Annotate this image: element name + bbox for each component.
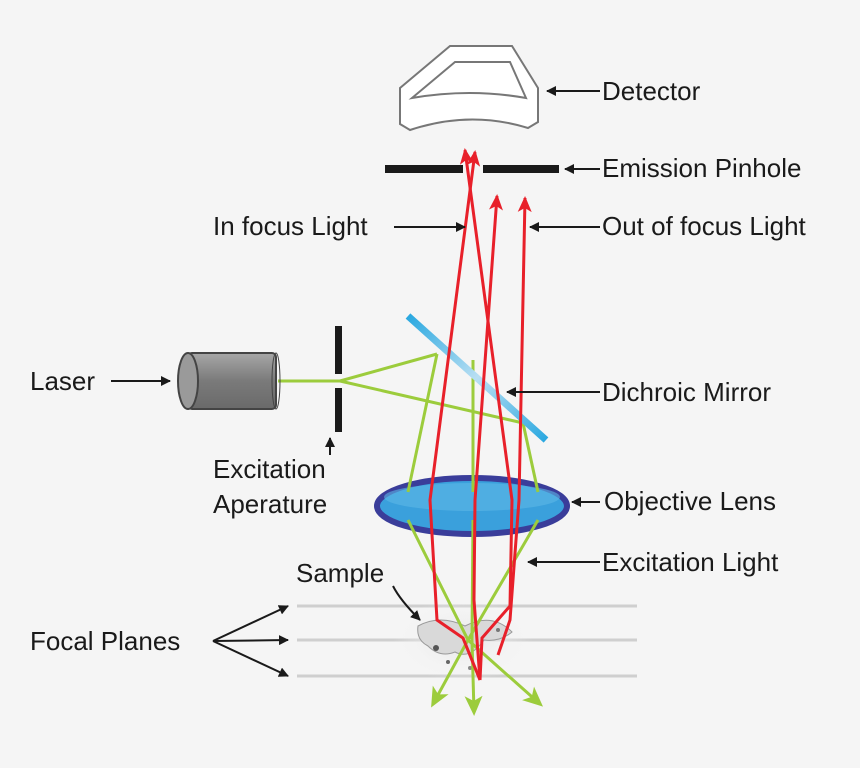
- laser-icon: [177, 352, 281, 410]
- emission-pinhole: [385, 165, 559, 173]
- detector-label: Detector: [602, 76, 701, 106]
- excitation-aperture: [335, 326, 342, 432]
- labels: Detector Emission Pinhole In focus Light…: [30, 76, 807, 656]
- focal-planes-label: Focal Planes: [30, 626, 180, 656]
- focal-pointer-3: [212, 640, 289, 677]
- dichroic-mirror: [405, 313, 549, 443]
- focal-pointer-2: [212, 635, 289, 646]
- excitation-aperture-label-line1: Excitation: [213, 454, 326, 484]
- label-pointers: [111, 86, 600, 677]
- dichroic-mirror-label: Dichroic Mirror: [602, 377, 771, 407]
- excitation-light-rays: [278, 352, 543, 716]
- emission-light-rays: [428, 148, 532, 681]
- out-of-focus-light-label: Out of focus Light: [602, 211, 807, 241]
- sample-label: Sample: [296, 558, 384, 588]
- excitation-light-label: Excitation Light: [602, 547, 779, 577]
- focal-pointer-1: [212, 605, 289, 642]
- in-focus-light-label: In focus Light: [213, 211, 368, 241]
- laser-label: Laser: [30, 366, 95, 396]
- excitation-aperture-label-line2: Aperature: [213, 489, 327, 519]
- detector-icon: [399, 45, 539, 132]
- emission-pinhole-label: Emission Pinhole: [602, 153, 801, 183]
- objective-lens-label: Objective Lens: [604, 486, 776, 516]
- sample-pointer: [392, 585, 421, 621]
